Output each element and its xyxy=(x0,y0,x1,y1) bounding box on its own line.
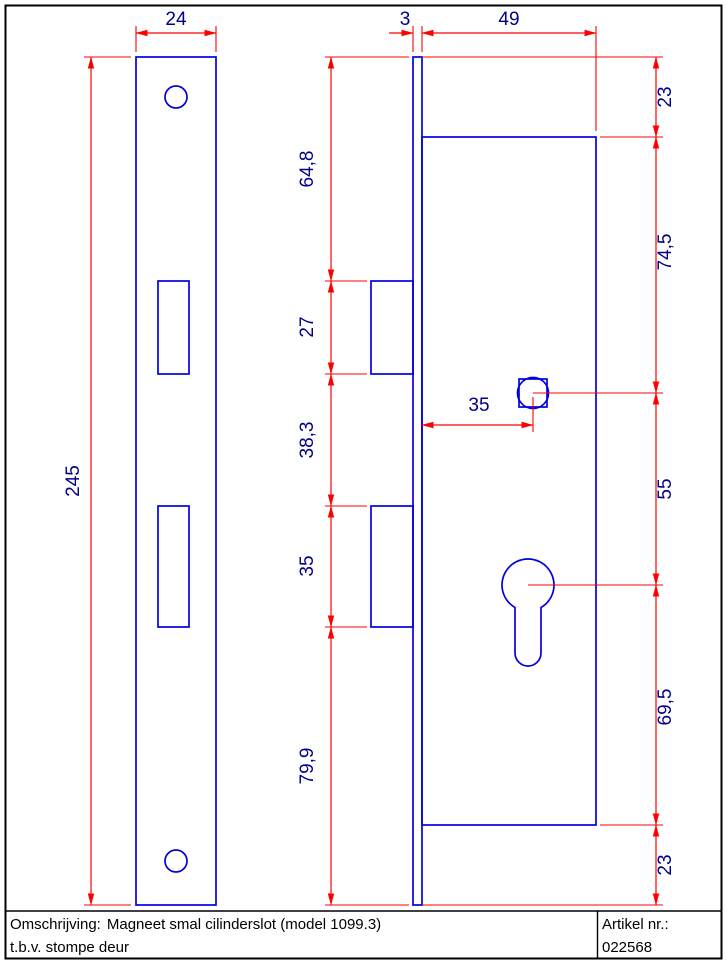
dim-text-74-5: 74,5 xyxy=(655,234,676,271)
dim-text-64-8: 64,8 xyxy=(297,151,318,188)
lock-case-outline xyxy=(421,136,597,826)
title-block: Omschrijving: Magneet smal cilinderslot (… xyxy=(5,910,722,959)
dim-backset: 35 xyxy=(421,395,534,432)
dim-text-3: 3 xyxy=(400,9,411,30)
bolt-protrusion xyxy=(370,505,414,628)
screw-hole-top xyxy=(164,85,188,109)
dim-chain-right: 23 74,5 55 69,5 23 xyxy=(422,56,676,906)
description-label: Omschrijving: xyxy=(10,916,101,933)
dim-chain-left: 64,8 27 38,3 35 79,9 xyxy=(297,56,409,906)
latch-cutout xyxy=(157,280,190,375)
dim-text-69-5: 69,5 xyxy=(655,689,676,726)
dim-text-55: 55 xyxy=(655,478,676,499)
bolt-cutout xyxy=(157,505,190,628)
screw-hole-bottom xyxy=(164,849,188,873)
article-label: Artikel nr.: xyxy=(602,916,669,933)
cylinder-profile-hole xyxy=(501,558,555,667)
dim-text-38-3: 38,3 xyxy=(297,422,318,459)
dim-text-23-bottom: 23 xyxy=(655,854,676,875)
dim-text-35: 35 xyxy=(297,555,318,576)
faceplate-edge xyxy=(412,56,423,906)
dim-text-35-backset: 35 xyxy=(468,395,489,416)
dim-plate-width: 24 xyxy=(135,9,217,52)
dim-plate-height: 245 xyxy=(63,56,131,906)
dim-text-79-9: 79,9 xyxy=(297,748,318,785)
dim-text-245: 245 xyxy=(63,465,84,497)
dim-text-23-top: 23 xyxy=(655,86,676,107)
dim-top-case: 3 49 xyxy=(389,9,597,131)
dim-text-24: 24 xyxy=(165,9,187,30)
description-line1: Omschrijving: Magneet smal cilinderslot (… xyxy=(10,916,381,933)
latch-protrusion xyxy=(370,280,414,375)
lock-case-view xyxy=(370,56,597,906)
front-plate-view xyxy=(135,56,217,906)
article-number: 022568 xyxy=(602,939,652,956)
dim-text-49: 49 xyxy=(498,9,519,30)
sheet-border xyxy=(4,4,723,960)
front-plate-outline xyxy=(135,56,217,906)
description-text: Magneet smal cilinderslot (model 1099.3) xyxy=(107,916,381,933)
description-line2: t.b.v. stompe deur xyxy=(10,939,129,956)
dim-text-27: 27 xyxy=(297,316,318,337)
